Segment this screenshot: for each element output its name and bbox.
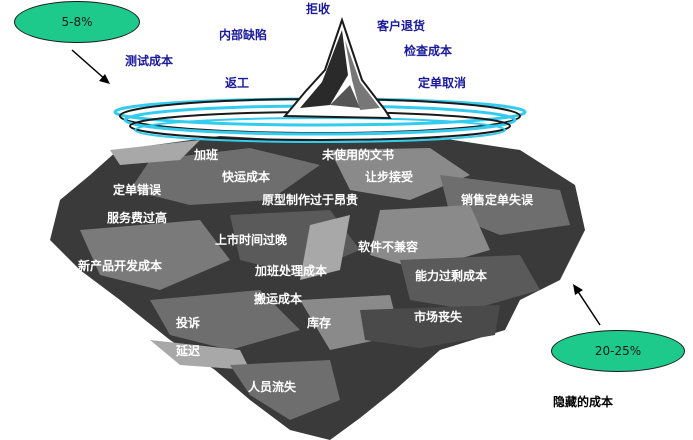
- label-handling-cost: 搬运成本: [254, 292, 303, 306]
- label-overtime-processing: 加班处理成本: [255, 264, 328, 278]
- label-order-error: 定单错误: [113, 183, 162, 197]
- visible-cost-percent: 5-8%: [61, 15, 93, 29]
- label-express-cost: 快运成本: [222, 170, 271, 184]
- label-market-loss: 市场丧失: [414, 310, 463, 324]
- label-delay: 延迟: [176, 344, 201, 358]
- label-internal-defects: 内部缺陷: [219, 28, 268, 42]
- label-concession: 让步接受: [365, 170, 414, 184]
- label-rework: 返工: [225, 76, 250, 90]
- hidden-cost-caption: 隐藏的成本: [553, 395, 614, 409]
- iceberg-tip: [282, 16, 392, 120]
- label-testing-cost: 测试成本: [125, 54, 174, 68]
- hidden-cost-percent: 20-25%: [594, 344, 642, 358]
- label-prototype-cost: 原型制作过于昂贵: [262, 193, 359, 207]
- label-service-fee: 服务费过高: [107, 211, 168, 225]
- label-complaint: 投诉: [176, 316, 201, 330]
- label-sales-order-error: 销售定单失误: [461, 193, 534, 207]
- label-new-product-cost: 新产品开发成本: [78, 259, 163, 273]
- label-order-cancel: 定单取消: [418, 76, 467, 90]
- label-staff-turnover: 人员流失: [248, 380, 297, 394]
- label-software-incompatible: 软件不兼容: [358, 240, 419, 254]
- label-overcapacity: 能力过剩成本: [415, 269, 488, 283]
- label-inventory: 库存: [307, 316, 332, 330]
- label-rejection: 拒收: [306, 2, 331, 16]
- arrows: [71, 49, 601, 326]
- label-late-market: 上市时间过晚: [215, 233, 288, 247]
- label-unused-documents: 未使用的文书: [322, 148, 395, 162]
- visible-cost-percent-badge: 5-8%: [14, 1, 140, 43]
- hidden-cost-percent-badge: 20-25%: [551, 330, 685, 372]
- label-overtime: 加班: [194, 148, 219, 162]
- label-inspection-cost: 检查成本: [404, 44, 453, 58]
- label-customer-returns: 客户退货: [377, 19, 426, 33]
- underwater-rock: [50, 136, 585, 440]
